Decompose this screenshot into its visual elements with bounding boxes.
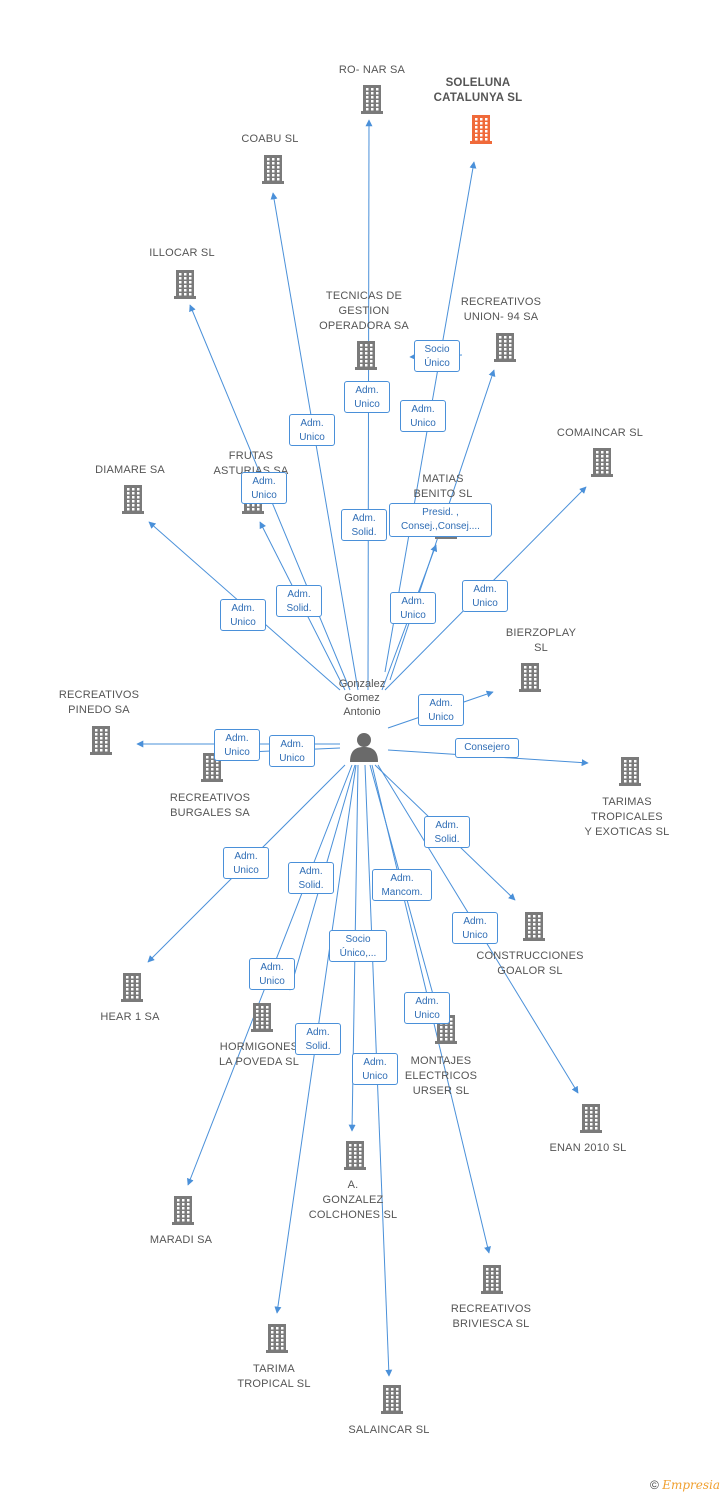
building-icon[interactable]	[481, 1264, 503, 1299]
company-name-tarimatropical[interactable]: TARIMA TROPICAL SL	[237, 1363, 311, 1390]
company-name-comaincar[interactable]: COMAINCAR SL	[556, 427, 644, 439]
building-icon[interactable]	[381, 1384, 403, 1419]
building-icon[interactable]	[344, 1140, 366, 1175]
building-icon[interactable]	[523, 911, 545, 946]
building-icon[interactable]	[122, 484, 144, 519]
role-label: Adm. Unico	[241, 472, 287, 504]
company-name-coabu[interactable]: COABU SL	[241, 133, 299, 145]
company-name-montajes[interactable]: MONTAJES ELECTRICOS URSER SL	[404, 1055, 478, 1097]
role-label: Adm. Unico	[344, 381, 390, 413]
copyright-symbol: ©	[650, 1478, 659, 1492]
company-name-diamare[interactable]: DIAMARE SA	[95, 464, 165, 476]
building-icon[interactable]	[355, 340, 377, 375]
role-label: Adm. Unico	[390, 592, 436, 624]
role-label: Consejero	[455, 738, 519, 758]
role-label: Adm. Unico	[223, 847, 269, 879]
role-label: Adm. Unico	[462, 580, 508, 612]
company-name-recpinedo[interactable]: RECREATIVOS PINEDO SA	[58, 689, 140, 716]
building-icon[interactable]	[591, 447, 613, 482]
company-name-tecnicas[interactable]: TECNICAS DE GESTION OPERADORA SA	[319, 290, 409, 332]
company-name-bierzoplay[interactable]: BIERZOPLAY SL	[505, 627, 577, 654]
role-label: Presid. , Consej.,Consej....	[389, 503, 492, 537]
role-label: Adm. Unico	[220, 599, 266, 631]
role-label: Adm. Unico	[269, 735, 315, 767]
role-label: Socio Único	[414, 340, 460, 372]
role-label: Adm. Mancom.	[372, 869, 432, 901]
building-icon[interactable]	[580, 1103, 602, 1138]
company-name-ronar[interactable]: RO- NAR SA	[338, 64, 406, 76]
company-name-recbriviesca[interactable]: RECREATIVOS BRIVIESCA SL	[450, 1303, 532, 1330]
building-icon[interactable]	[494, 332, 516, 367]
company-name-soleluna[interactable]: SOLELUNA CATALUNYA SL	[433, 77, 523, 104]
role-label: Adm. Solid.	[288, 862, 334, 894]
role-label: Adm. Unico	[418, 694, 464, 726]
building-icon[interactable]	[262, 154, 284, 189]
building-icon[interactable]	[90, 725, 112, 760]
company-name-matias[interactable]: MATIAS BENITO SL	[413, 473, 473, 500]
role-label: Adm. Unico	[352, 1053, 398, 1085]
brand-logo[interactable]: Empresia	[662, 1478, 720, 1492]
company-name-salaincar[interactable]: SALAINCAR SL	[348, 1424, 430, 1436]
role-label: Adm. Solid.	[341, 509, 387, 541]
building-icon[interactable]	[121, 972, 143, 1007]
company-name-maradi[interactable]: MARADI SA	[149, 1234, 213, 1246]
person-icon	[350, 733, 378, 762]
company-name-tarimas[interactable]: TARIMAS TROPICALES Y EXOTICAS SL	[584, 796, 670, 838]
company-name-recburgales[interactable]: RECREATIVOS BURGALES SA	[169, 792, 251, 819]
role-label: Adm. Solid.	[295, 1023, 341, 1055]
company-name-construcciones[interactable]: CONSTRUCCIONES GOALOR SL	[476, 950, 584, 977]
building-icon[interactable]	[251, 1002, 273, 1037]
building-icon[interactable]	[361, 84, 383, 119]
company-name-enan[interactable]: ENAN 2010 SL	[549, 1142, 627, 1154]
company-name-recunion[interactable]: RECREATIVOS UNION- 94 SA	[460, 296, 542, 323]
building-icon[interactable]	[174, 269, 196, 304]
role-label: Adm. Unico	[404, 992, 450, 1024]
company-name-hear[interactable]: HEAR 1 SA	[100, 1011, 160, 1023]
role-label: Adm. Solid.	[424, 816, 470, 848]
role-label: Adm. Solid.	[276, 585, 322, 617]
company-name-illocar[interactable]: ILLOCAR SL	[149, 247, 215, 259]
role-label: Adm. Unico	[452, 912, 498, 944]
building-icon[interactable]	[519, 662, 541, 697]
role-label: Socio Único,...	[329, 930, 387, 962]
building-icon[interactable]	[266, 1323, 288, 1358]
role-label: Adm. Unico	[214, 729, 260, 761]
role-label: Adm. Unico	[249, 958, 295, 990]
building-icon[interactable]	[619, 756, 641, 791]
footer: © Empresia	[650, 1478, 720, 1492]
company-name-hormigones[interactable]: HORMIGONES LA POVEDA SL	[218, 1041, 300, 1068]
person-node[interactable]	[347, 730, 381, 764]
role-label: Adm. Unico	[400, 400, 446, 432]
building-icon[interactable]	[470, 114, 492, 149]
company-name-gonzalezcolchones[interactable]: A. GONZALEZ COLCHONES SL	[308, 1179, 398, 1221]
person-name: Gonzalez Gomez Antonio	[338, 678, 386, 718]
role-label: Adm. Unico	[289, 414, 335, 446]
building-icon[interactable]	[172, 1195, 194, 1230]
